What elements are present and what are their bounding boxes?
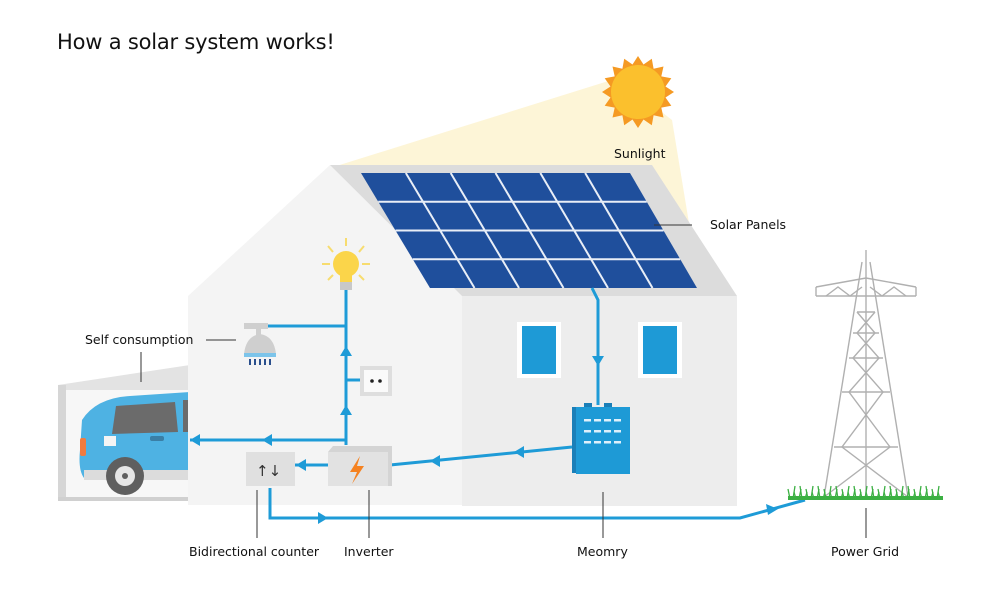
battery-indicator — [584, 441, 591, 444]
label-memory: Meomry — [577, 544, 628, 559]
battery-indicator — [594, 441, 601, 444]
label-self-consumption: Self consumption — [85, 332, 194, 347]
battery-indicator — [604, 441, 611, 444]
window-right — [638, 322, 682, 378]
grass — [787, 485, 943, 500]
battery-indicator — [604, 430, 611, 433]
page-title: How a solar system works! — [57, 30, 335, 54]
label-sunlight: Sunlight — [614, 146, 666, 161]
battery-indicator — [584, 430, 591, 433]
solar-panel-grid — [378, 172, 681, 289]
panel-col-divider — [584, 172, 654, 289]
arrow-up-down-icon: ↑↓ — [256, 462, 281, 480]
shower-head-icon — [244, 323, 276, 365]
label-power-grid: Power Grid — [831, 544, 899, 559]
bidirectional-counter-box: ↑↓ — [246, 452, 295, 486]
flow-arrows — [190, 346, 778, 524]
panel-col-divider — [539, 172, 609, 289]
battery-indicator — [604, 419, 611, 422]
car-icon — [79, 392, 190, 495]
battery-indicator — [584, 419, 591, 422]
house — [188, 165, 737, 506]
window-left — [517, 322, 561, 378]
sun-icon — [602, 56, 674, 128]
label-solar-panels: Solar Panels — [710, 217, 787, 232]
panel-col-divider — [404, 172, 476, 289]
panel-col-divider — [494, 172, 565, 289]
power-tower-icon — [815, 250, 917, 498]
label-inverter: Inverter — [344, 544, 394, 559]
leader-lines — [140, 224, 867, 538]
panel-col-divider — [449, 172, 520, 289]
battery-indicator — [614, 430, 621, 433]
battery-storage-icon — [572, 403, 630, 474]
light-bulb-icon — [322, 238, 370, 290]
battery-indicator — [594, 419, 601, 422]
battery-indicator — [614, 441, 621, 444]
battery-indicator — [614, 419, 621, 422]
lightning-bolt-icon — [350, 456, 364, 484]
battery-indicator — [594, 430, 601, 433]
inverter-box — [328, 446, 392, 486]
label-bidirectional-counter: Bidirectional counter — [189, 544, 320, 559]
power-outlet-icon — [360, 366, 392, 396]
